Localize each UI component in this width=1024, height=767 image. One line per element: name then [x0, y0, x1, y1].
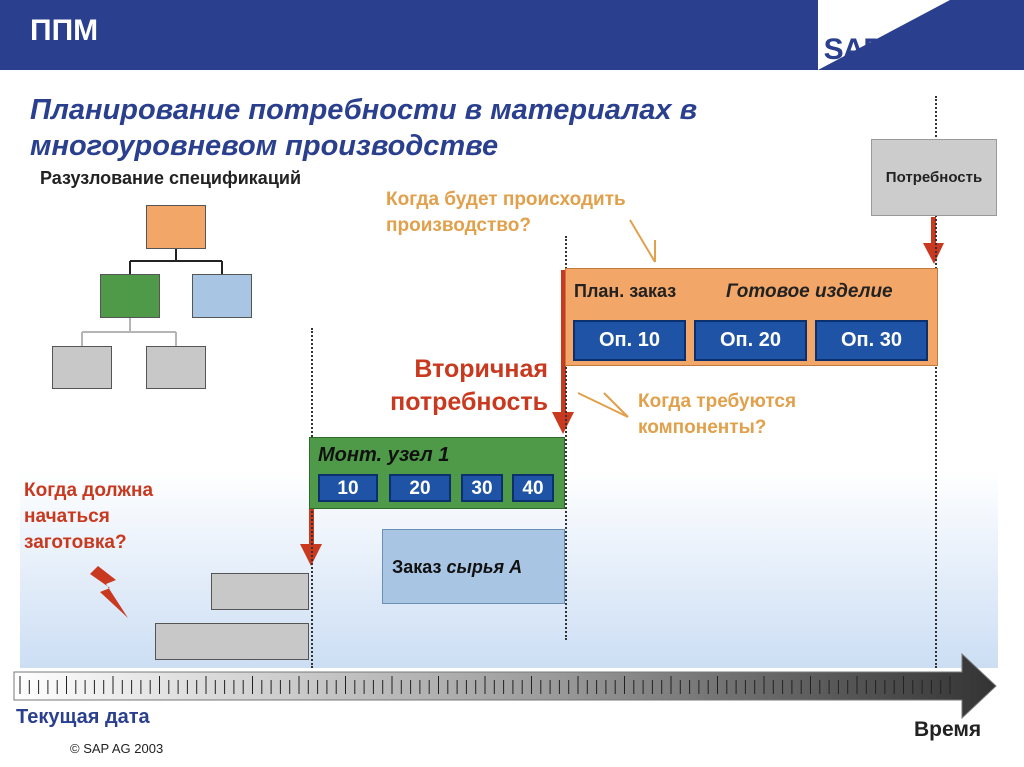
raw-order-text: Заказ	[392, 557, 447, 577]
secondary-demand-label: Вторичная потребность	[340, 353, 548, 419]
assembly-operation-40: 40	[512, 474, 554, 502]
slide-title-line-2: многоуровневом производстве	[30, 130, 499, 162]
sap-logo: SAP	[823, 33, 884, 66]
procurement-bar-2	[155, 623, 309, 660]
question-procurement-line-3: заготовка?	[24, 532, 127, 553]
question-components-line-2: компоненты?	[638, 417, 767, 438]
assembly-operation-30: 30	[461, 474, 503, 502]
assembly-label: Монт. узел 1	[318, 444, 450, 466]
assembly-operation-20: 20	[389, 474, 451, 502]
secondary-demand-line-2: потребность	[390, 388, 548, 416]
demand-date-line	[935, 96, 937, 668]
question-components-line-1: Когда требуются	[638, 391, 797, 412]
current-date-label: Текущая дата	[16, 706, 150, 728]
planned-order-label: План. заказ	[574, 281, 677, 301]
question-procurement-line-2: начаться	[24, 506, 110, 527]
operation-30: Оп. 30	[815, 320, 928, 361]
assembly-operation-10: 10	[318, 474, 378, 502]
planned-order-start-line	[565, 236, 567, 640]
raw-material-order-bar	[382, 529, 565, 604]
procurement-bar-1	[211, 573, 309, 610]
raw-order-italic-text: сырья А	[446, 557, 523, 577]
question-procurement-line-1: Когда должна	[24, 480, 154, 501]
finished-product-label: Готовое изделие	[726, 281, 893, 302]
raw-material-order-label: Заказ сырья А	[392, 557, 522, 578]
bom-explosion-label: Разузлование спецификаций	[40, 168, 302, 188]
bom-component-node-2	[146, 346, 206, 389]
sap-logo-background	[818, 0, 950, 70]
copyright-text: SAP AG 2003	[83, 741, 164, 756]
question-production: Когда будет происходить производство?	[386, 187, 626, 239]
slide-title: Планирование потребности в материалах в …	[30, 92, 790, 164]
operation-20: Оп. 20	[694, 320, 807, 361]
question-production-line-1: Когда будет происходить	[386, 189, 626, 210]
bom-raw-material-node	[192, 274, 252, 318]
bom-assembly-node	[100, 274, 160, 318]
copyright: © SAP AG 2003	[70, 741, 163, 756]
bom-component-node-1	[52, 346, 112, 389]
question-production-line-2: производство?	[386, 215, 531, 236]
secondary-demand-line-1: Вторичная	[414, 355, 548, 383]
copyright-icon: ©	[70, 741, 84, 756]
slide-title-line-1: Планирование потребности в материалах в	[30, 94, 698, 126]
question-procurement: Когда должна начаться заготовка?	[24, 478, 153, 556]
bom-top-node	[146, 205, 206, 249]
header-title: ППМ	[30, 14, 99, 47]
time-label: Время	[914, 718, 982, 741]
operation-10: Оп. 10	[573, 320, 686, 361]
demand-box: Потребность	[871, 139, 997, 216]
question-components: Когда требуются компоненты?	[638, 389, 796, 441]
